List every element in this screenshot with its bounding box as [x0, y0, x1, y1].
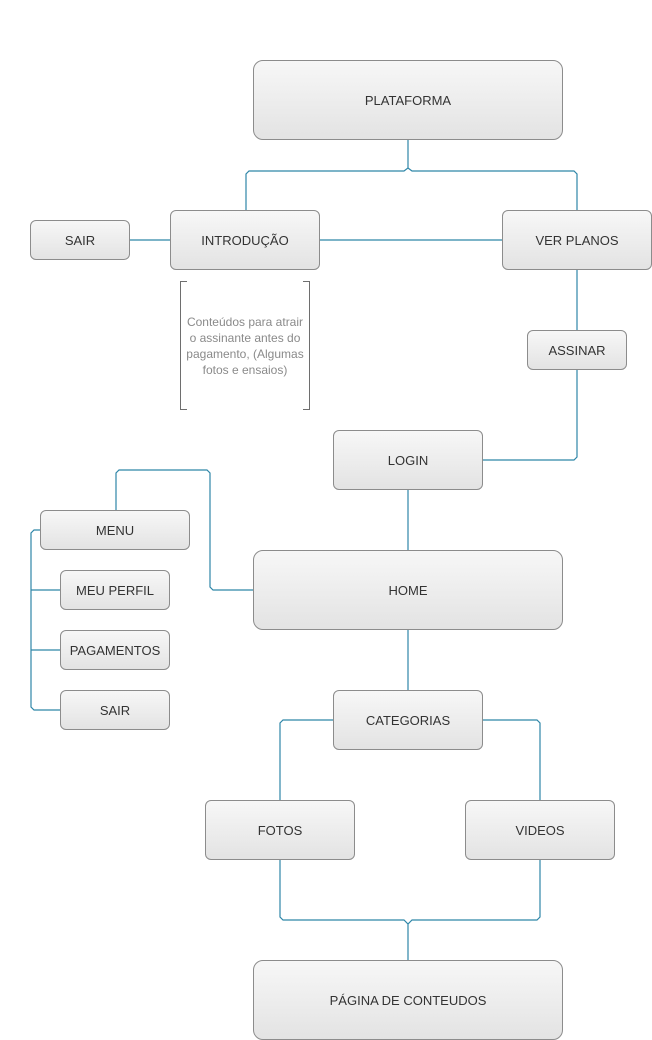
- node-meu-perfil: MEU PERFIL: [60, 570, 170, 610]
- connector-assinar-login: [482, 369, 578, 461]
- connector-categorias-fotos: [279, 719, 333, 800]
- node-login-label: LOGIN: [387, 452, 429, 468]
- node-fotos: FOTOS: [205, 800, 355, 860]
- node-categorias-label: CATEGORIAS: [365, 712, 451, 728]
- node-sair-top: SAIR: [30, 220, 130, 260]
- node-introducao: INTRODUÇÃO: [170, 210, 320, 270]
- node-menu: MENU: [40, 510, 190, 550]
- node-sair-top-label: SAIR: [64, 232, 96, 248]
- introducao-note-text: Conteúdos para atrair o assinante antes …: [186, 314, 304, 377]
- node-ver-planos-label: VER PLANOS: [535, 232, 619, 248]
- connector-categorias-videos: [482, 719, 541, 800]
- connector-fotos-videos-conteudos: [279, 859, 541, 960]
- node-meu-perfil-label: MEU PERFIL: [75, 582, 154, 598]
- note-bracket-right: [303, 281, 310, 410]
- introducao-note: Conteúdos para atrair o assinante antes …: [180, 281, 310, 410]
- node-assinar: ASSINAR: [527, 330, 627, 370]
- node-pagina-conteudos: PÁGINA DE CONTEUDOS: [253, 960, 563, 1040]
- connector-home-menu: [115, 469, 253, 591]
- node-pagina-conteudos-label: PÁGINA DE CONTEUDOS: [329, 992, 487, 1008]
- node-introducao-label: INTRODUÇÃO: [201, 232, 289, 248]
- node-login: LOGIN: [333, 430, 483, 490]
- node-pagamentos-label: PAGAMENTOS: [69, 642, 161, 658]
- note-bracket-left: [180, 281, 187, 410]
- node-videos: VIDEOS: [465, 800, 615, 860]
- node-fotos-label: FOTOS: [257, 822, 303, 838]
- connector-menu-items: [30, 529, 60, 711]
- node-ver-planos: VER PLANOS: [502, 210, 652, 270]
- node-assinar-label: ASSINAR: [548, 342, 606, 358]
- node-plataforma: PLATAFORMA: [253, 60, 563, 140]
- node-pagamentos: PAGAMENTOS: [60, 630, 170, 670]
- node-sair-menu: SAIR: [60, 690, 170, 730]
- connector-plataforma-branches: [245, 139, 578, 210]
- node-home-label: HOME: [388, 582, 428, 598]
- node-categorias: CATEGORIAS: [333, 690, 483, 750]
- node-home: HOME: [253, 550, 563, 630]
- node-sair-menu-label: SAIR: [99, 702, 131, 718]
- node-plataforma-label: PLATAFORMA: [364, 92, 452, 108]
- node-menu-label: MENU: [95, 522, 135, 538]
- node-videos-label: VIDEOS: [515, 822, 565, 838]
